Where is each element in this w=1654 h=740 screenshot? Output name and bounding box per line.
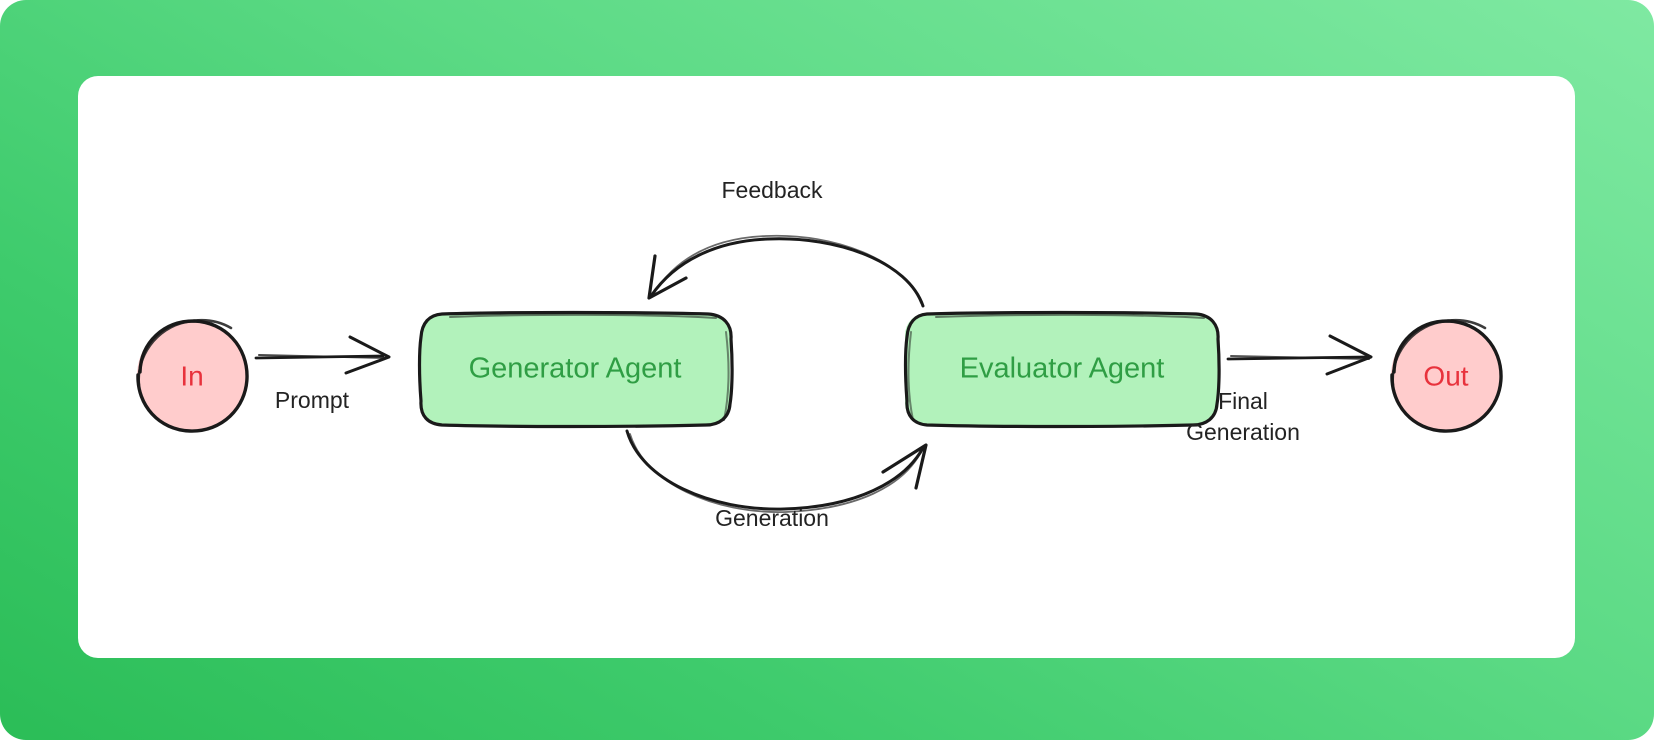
edge-prompt: Prompt	[254, 335, 391, 413]
generator-box-outline-sketch2	[723, 331, 730, 421]
diagram-card	[78, 76, 1575, 658]
out-circle-outline	[1390, 319, 1503, 433]
evaluator-box-outline	[903, 310, 1221, 429]
prompt-arrow-line-sketch	[257, 353, 389, 360]
prompt-arrowhead	[344, 335, 391, 375]
node-in[interactable]: In	[136, 318, 249, 433]
in-circle-outline	[136, 319, 249, 433]
feedback-arrowhead	[647, 254, 688, 300]
generation-arrow-curve	[625, 429, 925, 511]
in-circle-outline-sketch	[137, 318, 233, 387]
out-circle-outline-sketch	[1391, 318, 1487, 387]
feedback-label: Feedback	[721, 177, 823, 203]
in-label: In	[180, 360, 203, 391]
final-generation-label-line2: Generation	[1186, 419, 1300, 445]
flowchart-diagram: In Prompt Generator Agent	[78, 76, 1575, 658]
edge-feedback: Feedback	[647, 177, 925, 308]
evaluator-box-outline-sketch2	[907, 331, 914, 421]
final-generation-arrow-line-sketch	[1230, 355, 1370, 360]
final-generation-arrowhead	[1325, 334, 1373, 376]
generator-box-outline	[417, 310, 734, 429]
evaluator-box-fill	[905, 313, 1218, 425]
node-out[interactable]: Out	[1390, 318, 1503, 433]
generator-box-fill	[420, 313, 730, 425]
evaluator-agent-label: Evaluator Agent	[960, 353, 1165, 385]
feedback-arrow-curve	[649, 237, 925, 308]
evaluator-box-outline-sketch	[935, 313, 1205, 319]
node-generator-agent[interactable]: Generator Agent	[417, 310, 734, 429]
feedback-arrow-curve-sketch	[653, 234, 922, 304]
generation-arrow-curve-sketch	[629, 433, 922, 513]
generation-label: Generation	[715, 505, 829, 531]
node-evaluator-agent[interactable]: Evaluator Agent	[903, 310, 1221, 429]
generation-arrowhead	[881, 443, 928, 490]
final-generation-label-line1: Final	[1218, 388, 1268, 414]
generator-box-outline-sketch	[449, 313, 717, 319]
edge-generation: Generation	[625, 429, 928, 531]
generator-agent-label: Generator Agent	[469, 353, 682, 385]
in-circle-fill	[137, 321, 247, 431]
prompt-label: Prompt	[275, 387, 350, 413]
edge-final-generation: Final Generation	[1186, 334, 1373, 445]
out-label: Out	[1423, 360, 1468, 391]
out-circle-fill	[1391, 321, 1501, 431]
